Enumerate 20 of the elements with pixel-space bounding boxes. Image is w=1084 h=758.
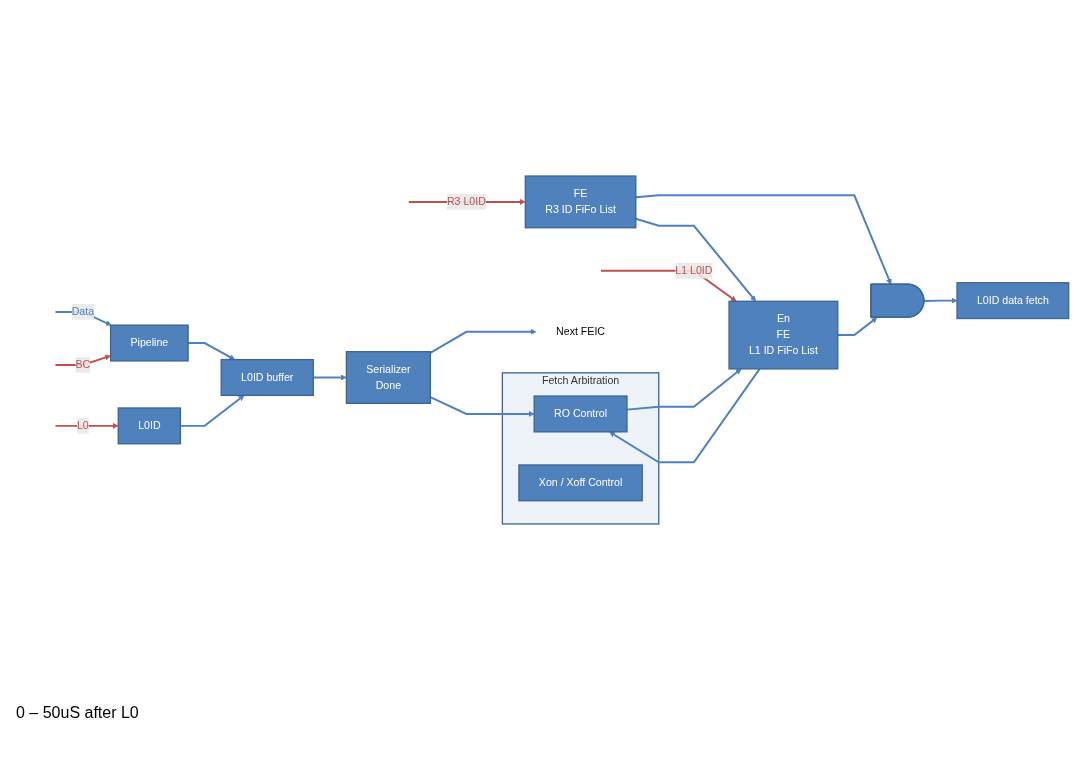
node-box: L0ID data fetch [956, 282, 1070, 320]
edge-label: BC [75, 358, 91, 371]
arrow [429, 328, 537, 354]
edge-label: Data [71, 305, 95, 318]
node-box: Xon / Xoff Control [518, 464, 643, 502]
edge-label: L0 [76, 419, 89, 432]
node-text: Next FEIC [556, 325, 606, 338]
node-box: Pipeline [109, 324, 189, 362]
arrow [609, 367, 761, 464]
note-text: 0 – 50uS after L0 [16, 704, 139, 722]
edge-label: R3 L0ID [446, 195, 486, 208]
node-box: Serializer Done [345, 351, 431, 404]
node-box: L0ID buffer [220, 358, 314, 397]
node-box: L0ID [117, 407, 182, 445]
node-box: RO Control [533, 395, 628, 433]
arrow [923, 297, 958, 304]
node-box: FE R3 ID FiFo List [524, 175, 637, 229]
edge-label: L1 L0ID [675, 264, 713, 277]
node-box: En FE L1 ID FiFo List [728, 300, 839, 370]
arrow [54, 422, 119, 429]
